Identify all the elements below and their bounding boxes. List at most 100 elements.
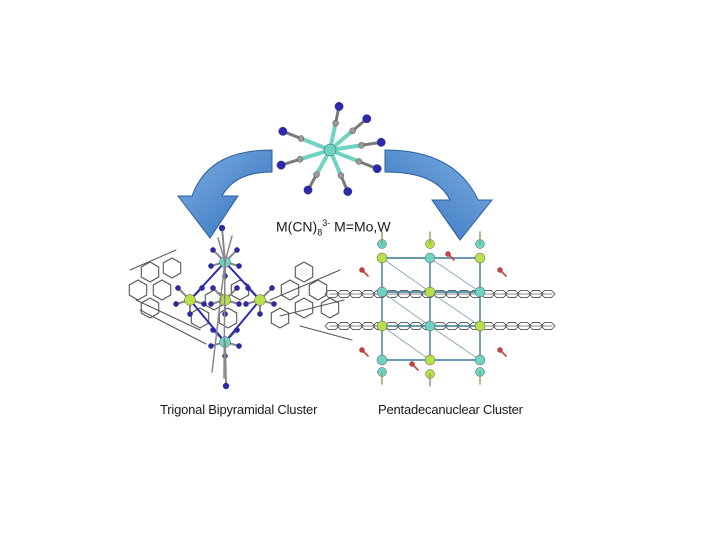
nitrogen-atom xyxy=(175,285,181,291)
nitrogen-atom xyxy=(222,382,230,390)
bridge-bond xyxy=(189,299,226,343)
oxygen-atom xyxy=(409,361,415,367)
carbon-atom xyxy=(313,171,320,178)
carbon-atom xyxy=(358,142,365,149)
trigonal-bipyramidal-cluster-structure xyxy=(128,224,353,390)
ligand-ring xyxy=(324,322,340,330)
cyanide-bond xyxy=(221,227,226,263)
nitrogen-atom xyxy=(173,301,179,307)
cyanide-bond xyxy=(224,235,233,263)
oxygen-atom xyxy=(359,267,365,273)
carbon-atom xyxy=(297,135,305,142)
nitrogen-atom xyxy=(278,126,288,136)
oxygen-atom xyxy=(359,347,365,353)
ligand-ring xyxy=(162,257,182,279)
bridge-bond xyxy=(224,261,261,301)
ligand-ring xyxy=(218,307,238,329)
ligand-ring xyxy=(294,297,314,319)
metal-atom xyxy=(474,252,486,264)
nitrogen-atom xyxy=(276,160,286,170)
metal-atom xyxy=(474,286,486,298)
cyanide-bond xyxy=(211,261,226,373)
right-curved-arrow-icon xyxy=(384,149,494,241)
nitrogen-atom xyxy=(269,285,275,291)
nitrogen-atom xyxy=(208,343,214,349)
bridge-bond xyxy=(381,257,431,293)
nitrogen-atom xyxy=(201,301,207,307)
pentadecanuclear-cluster-structure xyxy=(324,231,556,387)
cyanide-bond xyxy=(223,261,226,379)
metal-atom xyxy=(376,286,388,298)
metal-atom xyxy=(424,286,436,298)
nitrogen-atom xyxy=(362,114,372,124)
nitrogen-atom xyxy=(257,311,263,317)
nitrogen-atom xyxy=(234,285,240,291)
metal-atom xyxy=(474,354,486,366)
ligand-ring xyxy=(280,279,300,301)
bridge-bond xyxy=(189,261,226,301)
oxygen-atom xyxy=(445,251,451,257)
metal-atom xyxy=(376,354,388,366)
alkyl-chain xyxy=(299,325,353,341)
nitrogen-atom xyxy=(303,185,313,195)
metal-atom xyxy=(376,320,388,332)
ligand-ring xyxy=(324,290,340,298)
nitrogen-atom xyxy=(208,301,214,307)
nitrogen-atom xyxy=(271,301,277,307)
metal-atom xyxy=(424,354,436,366)
carbon-atom xyxy=(355,158,363,165)
nitrogen-atom xyxy=(236,263,242,269)
nitrogen-atom xyxy=(236,343,242,349)
ligand-ring xyxy=(140,261,160,283)
alkyl-chain xyxy=(135,299,201,331)
octacyanometalate-molecule xyxy=(276,102,386,196)
carbon-atom xyxy=(296,156,304,163)
ligand-ring xyxy=(320,297,340,319)
carbon-atom xyxy=(337,172,345,179)
metal-atom xyxy=(184,294,196,306)
bridge-bond xyxy=(429,291,481,327)
ligand-ring xyxy=(128,279,148,301)
nitrogen-atom xyxy=(376,137,386,147)
metal-atom xyxy=(254,294,266,306)
metal-atom xyxy=(323,143,337,157)
ligand-ring xyxy=(294,261,314,283)
nitrogen-atom xyxy=(236,301,242,307)
ligand-ring xyxy=(308,279,328,301)
alkyl-chain xyxy=(129,249,177,271)
alkyl-chain xyxy=(269,269,341,301)
nitrogen-atom xyxy=(243,301,249,307)
oxygen-atom xyxy=(497,267,503,273)
nitrogen-atom xyxy=(210,285,216,291)
left-cluster-caption: Trigonal Bipyramidal Cluster xyxy=(160,402,318,417)
right-cluster-caption: Pentadecanuclear Cluster xyxy=(378,402,523,417)
metal-atom xyxy=(474,320,486,332)
nitrogen-atom xyxy=(343,187,353,196)
alkyl-chain xyxy=(279,299,345,317)
alkyl-chain xyxy=(139,309,207,345)
ligand-ring xyxy=(230,279,250,301)
bridge-bond xyxy=(429,257,481,293)
nitrogen-atom xyxy=(208,263,214,269)
ligand-ring xyxy=(270,307,290,329)
nitrogen-atom xyxy=(334,102,344,111)
bridge-bond xyxy=(381,325,431,361)
nitrogen-atom xyxy=(187,311,193,317)
carbon-atom xyxy=(332,120,339,127)
nitrogen-atom xyxy=(218,224,226,232)
ligand-ring xyxy=(152,279,172,301)
bridge-bond xyxy=(429,325,481,361)
left-curved-arrow-icon xyxy=(176,149,273,239)
cyanide-bond xyxy=(224,341,227,387)
nitrogen-atom xyxy=(234,247,240,253)
bridge-bond xyxy=(224,299,261,343)
formula-label: M(CN)83- M=Mo,W xyxy=(276,218,391,238)
nitrogen-atom xyxy=(210,247,216,253)
metal-atom xyxy=(424,252,436,264)
oxygen-atom xyxy=(497,347,503,353)
metal-atom xyxy=(376,252,388,264)
bridge-bond xyxy=(381,291,431,327)
nitrogen-atom xyxy=(372,164,382,174)
metal-atom xyxy=(424,320,436,332)
